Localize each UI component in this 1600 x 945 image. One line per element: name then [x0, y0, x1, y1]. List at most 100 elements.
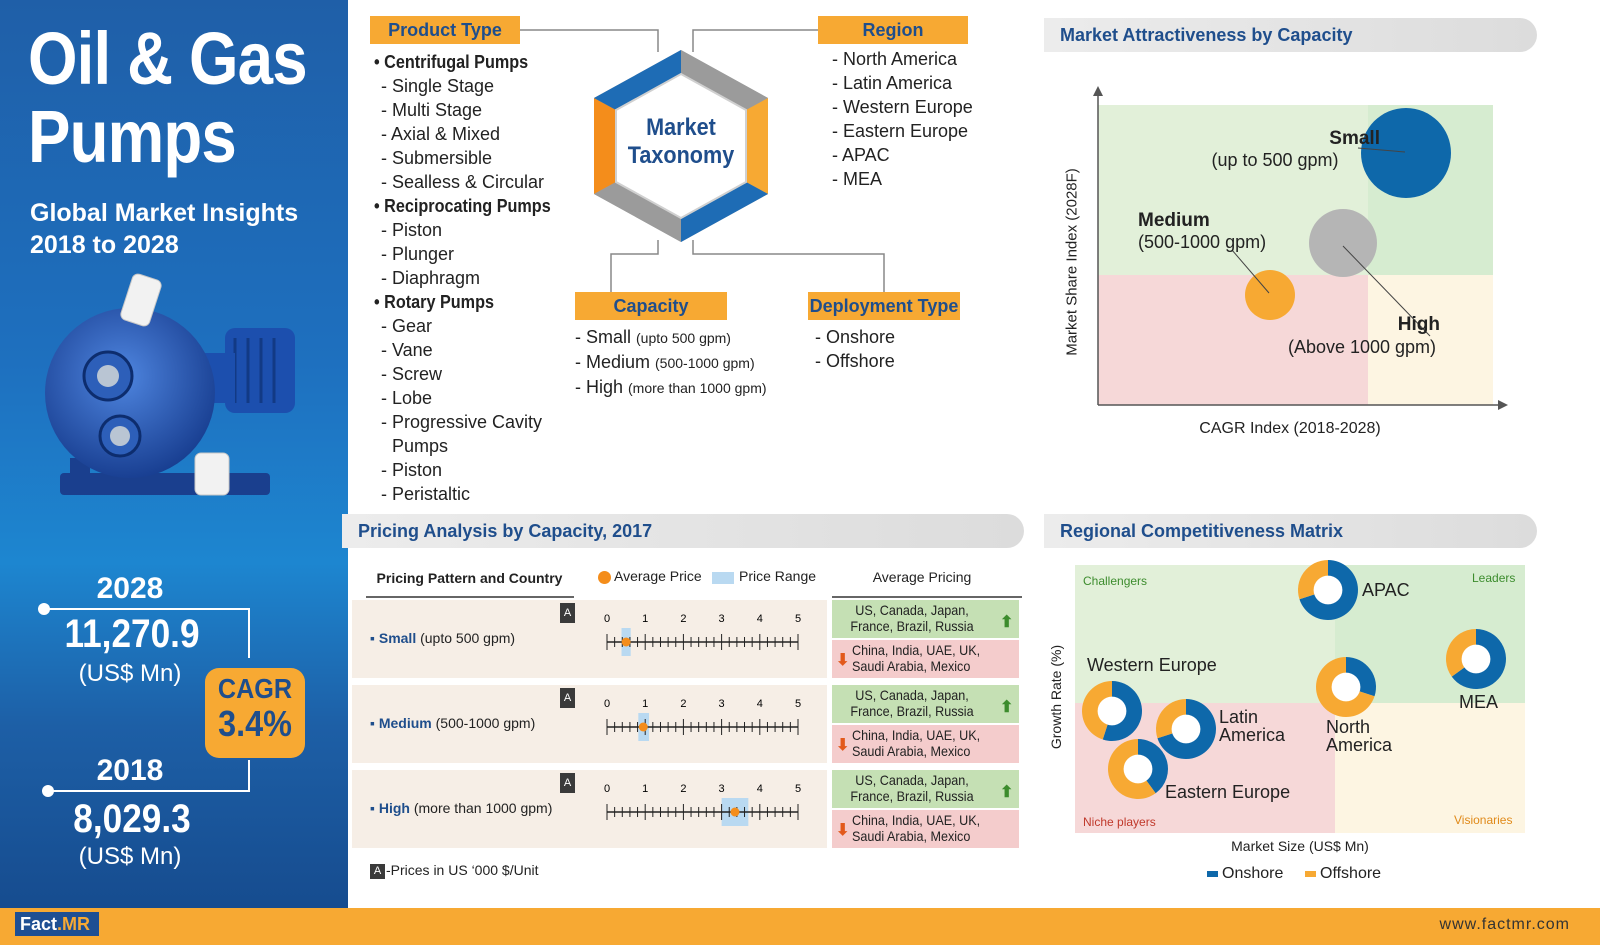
x-axis-arrow [1498, 400, 1508, 410]
price-tick-label: 2 [680, 698, 686, 710]
capacity-item-name: - Small [575, 327, 637, 347]
legend-offshore-swatch [1305, 871, 1316, 877]
legend-average-price: Average Price [614, 568, 702, 584]
price-average-marker [621, 637, 631, 647]
arrow-down-icon: ⬇ [836, 822, 850, 839]
region-item: - Eastern Europe [832, 121, 969, 141]
taxonomy-center: Market Taxonomy [614, 114, 749, 170]
bubble-small-range: (up to 500 gpm) [1211, 150, 1339, 170]
hero-subtitle-line1: Global Market Insights [30, 199, 299, 227]
hero-title-line2: Pumps [28, 95, 237, 178]
capacity-item: - Small (upto 500 gpm) [575, 325, 767, 350]
region-label-mea: MEA [1459, 692, 1499, 712]
hero-subtitle-line2: 2018 to 2028 [30, 231, 179, 259]
start-year: 2018 [96, 754, 164, 787]
price-tick-label: 1 [642, 613, 648, 625]
bubble-small-name: Small [1329, 128, 1380, 149]
legend-price-range: Price Range [739, 568, 817, 584]
pricing-col-avg: Average Pricing [872, 569, 972, 585]
donut-hole [1097, 696, 1127, 726]
pricing-footnote: -Prices in US ‘000 $/Unit [386, 862, 539, 878]
legend-average-price-swatch [598, 571, 611, 584]
pricing-row-bg [352, 685, 827, 763]
bubble-medium-range: (500-1000 gpm) [1138, 232, 1267, 252]
pricing-col-avg-rule [832, 596, 1022, 598]
price-tick-label: 5 [795, 783, 801, 795]
region-label-eastern-europe: Eastern Europe [1165, 782, 1291, 802]
quad-challengers-label: Challengers [1083, 574, 1148, 588]
donut-hole [1331, 672, 1361, 702]
price-tick-label: 3 [719, 613, 725, 625]
start-value: 8,029.3 [73, 797, 191, 841]
pricing-row-note: (upto 500 gpm) [420, 630, 516, 646]
donut-hole [1461, 644, 1491, 674]
high-countries-line2: France, Brazil, Russia [850, 703, 974, 719]
capacity-item: - Medium (500-1000 gpm) [575, 350, 767, 375]
y-axis-arrow [1093, 86, 1103, 96]
bubble-high-name: High [1397, 314, 1440, 335]
price-tick-label: 0 [604, 613, 610, 625]
regional-header: Regional Competitiveness Matrix [1044, 514, 1537, 548]
pricing-row-note: (more than 1000 gpm) [413, 800, 553, 816]
price-tick-label: 4 [757, 698, 763, 710]
end-value: 11,270.9 [64, 612, 200, 656]
quad-leaders-label: Leaders [1472, 571, 1516, 585]
donut-offshore-slice [1446, 629, 1476, 677]
high-price-countries: US, Canada, Japan,France, Brazil, Russia… [832, 685, 1019, 723]
product-type-item: - Screw [381, 364, 443, 384]
low-countries-line1: China, India, UAE, UK, [852, 727, 981, 743]
pricing-row-badge: A [560, 688, 575, 708]
arrow-down-icon: ⬇ [836, 737, 850, 754]
price-tick-label: 2 [680, 783, 686, 795]
region-item: - Latin America [832, 73, 953, 93]
high-countries-line2: France, Brazil, Russia [850, 788, 974, 804]
donut-hole [1123, 754, 1153, 784]
taxonomy-center-line1: Market [646, 114, 716, 141]
taxonomy-hexagon [594, 50, 768, 242]
bubble-high-range: (Above 1000 gpm) [1287, 337, 1437, 357]
pricing-row-label: ▪ Small (upto 500 gpm) [370, 630, 515, 646]
product-type-tag: Product Type [370, 16, 520, 44]
arrow-up-icon: ⬆ [1000, 699, 1014, 716]
logo-part-a: Fact [20, 914, 58, 934]
hero-title-line1: Oil & Gas [28, 17, 308, 100]
bracket-vertical-top [248, 608, 250, 658]
pricing-row-badge: A [560, 773, 575, 793]
product-type-list: • Centrifugal Pumps- Single Stage- Multi… [374, 50, 570, 506]
region-label-western-europe: Western Europe [1087, 655, 1217, 675]
taxonomy-center-line2: Taxonomy [627, 142, 735, 169]
pricing-col-pattern-rule [366, 596, 574, 598]
regional-chart [1075, 560, 1525, 833]
region-list: - North America- Latin America- Western … [832, 47, 973, 191]
legend-onshore-swatch [1207, 871, 1218, 877]
product-type-item: - Single Stage [381, 76, 495, 96]
start-bracket [44, 790, 250, 792]
bubble-small [1361, 108, 1451, 198]
end-year: 2028 [96, 572, 164, 605]
arrow-down-icon: ⬇ [836, 652, 850, 669]
product-type-item: - Lobe [381, 388, 433, 408]
bubble-medium [1309, 209, 1377, 277]
low-countries-line1: China, India, UAE, UK, [852, 812, 981, 828]
cagr-value: 3.4% [218, 703, 292, 744]
region-item: - MEA [832, 169, 883, 189]
attractiveness-header: Market Attractiveness by Capacity [1044, 18, 1537, 52]
donut-hole [1313, 575, 1343, 605]
capacity-item-note: (500-1000 gpm) [655, 355, 755, 371]
deployment-tag: Deployment Type [808, 292, 960, 320]
high-countries-line1: US, Canada, Japan, [855, 772, 969, 788]
taxonomy-connectors [520, 29, 885, 294]
quad-bottom-left [1098, 275, 1368, 405]
deployment-item: - Offshore [815, 351, 895, 371]
region-label-latin-america: Latin America [1219, 707, 1286, 745]
logo-part-b: .MR [57, 914, 91, 934]
regional-ylabel: Growth Rate (%) [1048, 644, 1064, 750]
product-type-item: - Multi Stage [381, 100, 483, 120]
leader-high [1342, 245, 1431, 337]
product-type-item: Pumps [392, 436, 449, 456]
arrow-up-icon: ⬆ [1000, 784, 1014, 801]
price-tick-label: 3 [719, 783, 725, 795]
quad-visionaries-label: Visionaries [1454, 813, 1513, 827]
footer-bar [0, 908, 1600, 945]
website-url[interactable]: www.factmr.com [1439, 916, 1570, 933]
